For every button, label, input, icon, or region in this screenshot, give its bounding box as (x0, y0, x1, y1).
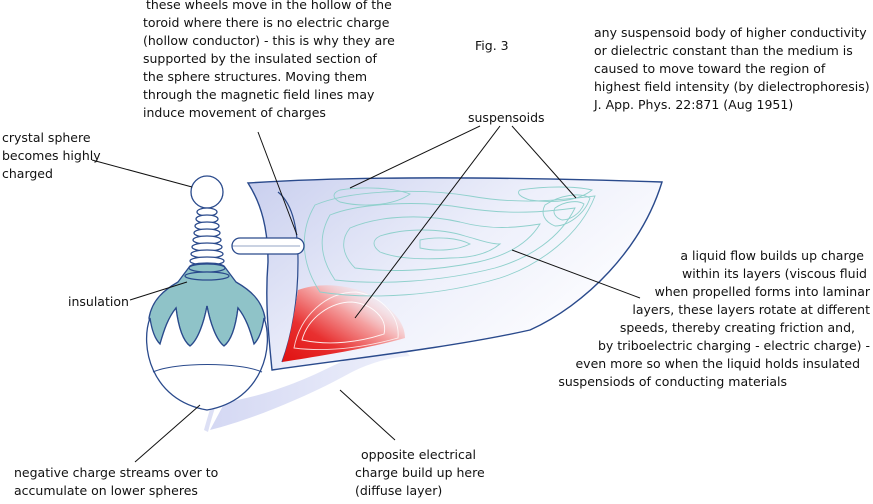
leader-crystal-sphere (91, 159, 193, 188)
note-line: charge build up here (355, 465, 485, 480)
leader-insulation (129, 281, 188, 301)
note-line: any suspensoid body of higher conductivi… (594, 25, 867, 40)
leader-wheels (257, 131, 298, 236)
leader-suspensoids-1 (349, 125, 481, 189)
note-line: caused to move toward the region of (594, 61, 826, 76)
note-line: when propelled forms into laminar (654, 284, 870, 299)
leader-liquid-flow (511, 249, 641, 299)
flow-contours (303, 186, 596, 297)
note-line: the sphere structures. Moving them (143, 69, 368, 84)
note-line: even more so when the liquid holds insul… (575, 356, 860, 371)
crystal-sphere-label: crystal sphere becomes highly charged (2, 129, 101, 183)
leader-negative-charge (134, 404, 201, 463)
note-line: charged (2, 166, 53, 181)
note-line: negative charge streams over to (14, 465, 219, 480)
liquid-flow-note: a liquid flow builds up charge within it… (558, 247, 870, 391)
note-line: through the magnetic field lines may (143, 87, 375, 102)
sphere-structure (146, 175, 268, 411)
lower-sphere-equator (152, 364, 263, 373)
figure-label: Fig. 3 (475, 38, 509, 53)
suspensoids-label: suspensoids (468, 110, 545, 125)
charged-region (282, 285, 405, 362)
note-line: induce movement of charges (143, 105, 326, 120)
charged-contour-1 (301, 301, 386, 344)
note-line: speeds, thereby creating friction and, (619, 320, 855, 335)
note-line: supported by the insulated section of (143, 51, 377, 66)
wheel-axle (231, 237, 305, 255)
note-line: highest field intensity (by dielectropho… (594, 79, 870, 94)
note-line: by triboelectric charging - electric cha… (597, 338, 870, 353)
suspensoid-body-note: any suspensoid body of higher conductivi… (594, 24, 870, 114)
diffuse-layer-arrow (210, 343, 410, 430)
opposite-charge-note: opposite electrical charge build up here… (355, 446, 485, 500)
leader-lines (91, 125, 641, 463)
note-line: (hollow conductor) - this is why they ar… (143, 33, 395, 48)
note-line: within its layers (viscous fluid (682, 266, 867, 281)
note-line: J. App. Phys. 22:871 (Aug 1951) (594, 97, 794, 112)
note-line: opposite electrical (361, 447, 476, 462)
note-line: (diffuse layer) (355, 483, 443, 498)
leader-suspensoids-3 (511, 125, 577, 199)
charged-contour-2 (293, 291, 399, 350)
crystal-sphere (190, 175, 224, 209)
note-line: toroid where there is no electric charge (143, 15, 390, 30)
insulation-label: insulation (68, 294, 129, 309)
negative-charge-note: negative charge streams over to accumula… (14, 464, 218, 500)
leader-suspensoids-2 (354, 125, 501, 319)
note-line: suspensiods of conducting materials (558, 374, 787, 389)
note-line: these wheels move in the hollow of the (145, 0, 392, 12)
wheels-note: these wheels move in the hollow of the t… (143, 0, 395, 122)
note-line: a liquid flow builds up charge (680, 248, 864, 263)
note-line: layers, these layers rotate at different (632, 302, 870, 317)
note-line: becomes highly (2, 148, 101, 163)
note-line: or dielectric constant than the medium i… (594, 43, 853, 58)
lower-sphere (146, 305, 268, 411)
note-line: crystal sphere (2, 130, 91, 145)
note-line: accumulate on lower spheres (14, 483, 198, 498)
leader-opposite-charge (339, 389, 396, 441)
coil-stack (189, 207, 225, 266)
